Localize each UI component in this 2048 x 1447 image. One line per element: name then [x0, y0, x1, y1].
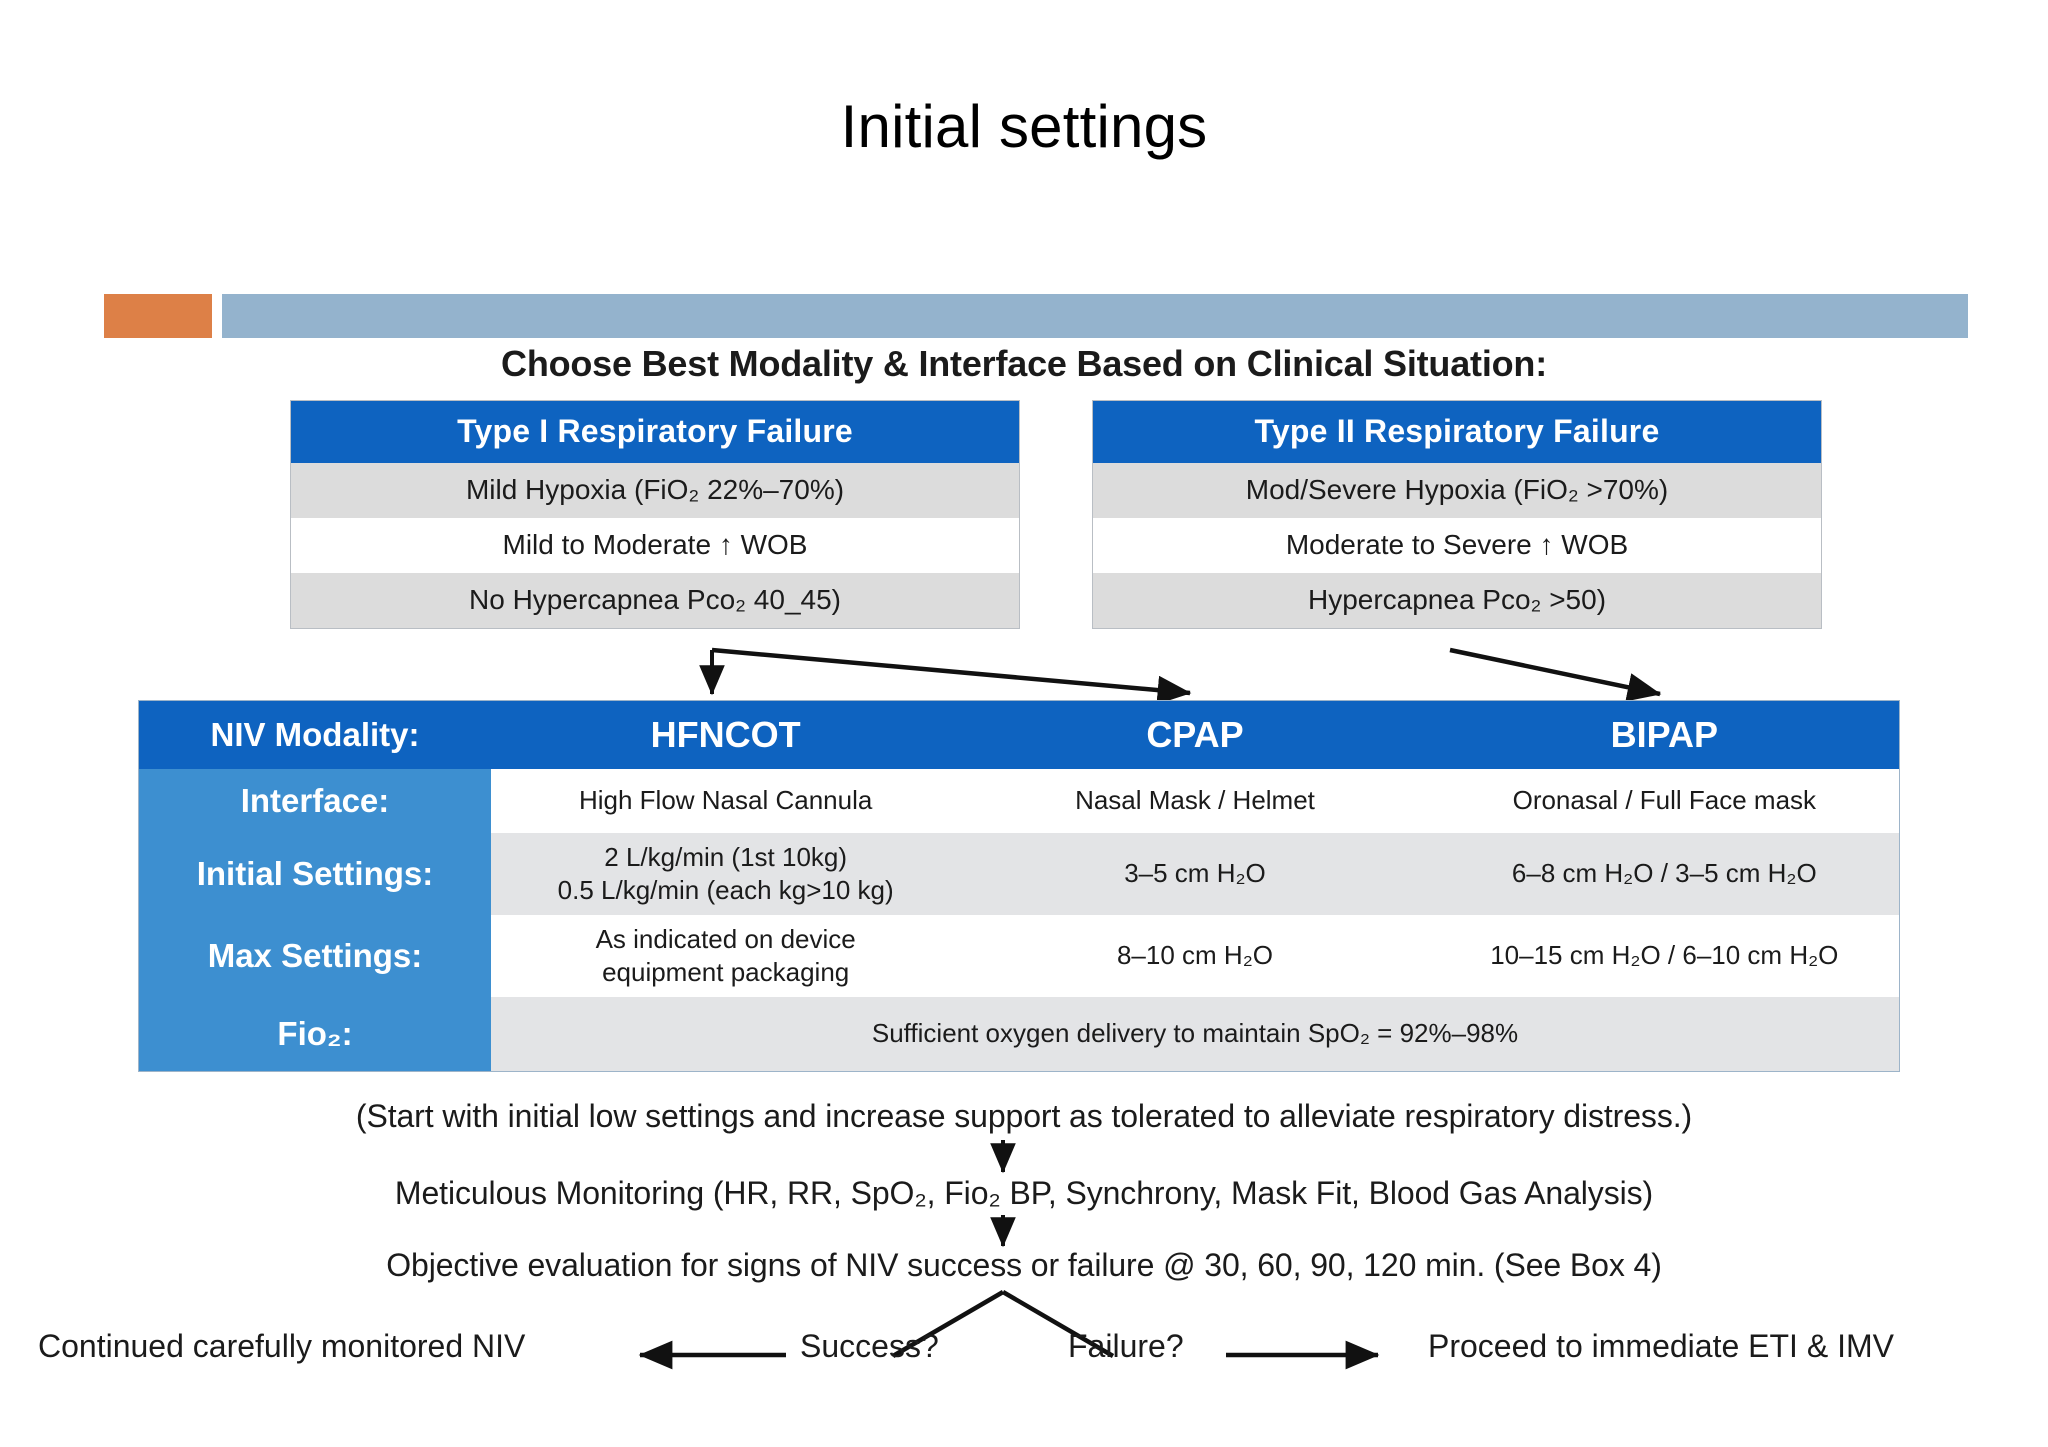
- outcome-success-label: Success?: [800, 1328, 939, 1364]
- type-ii-header: Type II Respiratory Failure: [1093, 401, 1821, 463]
- table-row-niv-modality: NIV Modality: HFNCOT CPAP BIPAP: [139, 701, 1899, 769]
- max-settings-bipap: 10–15 cm H₂O / 6–10 cm H₂O: [1490, 940, 1839, 971]
- type-i-row-hypoxia: Mild Hypoxia (FiO₂ 22%–70%): [291, 463, 1019, 518]
- type-ii-respiratory-failure-box: Type II Respiratory Failure Mod/Severe H…: [1092, 400, 1822, 629]
- interface-hfncot: High Flow Nasal Cannula: [578, 785, 873, 816]
- table-row-initial-settings: Initial Settings: 2 L/kg/min (1st 10kg)0…: [139, 833, 1899, 915]
- modality-cpap: CPAP: [1146, 713, 1244, 755]
- type-i-row-hypercapnea: No Hypercapnea Pco₂ 40_45): [291, 573, 1019, 628]
- row-label-initial-settings: Initial Settings:: [139, 833, 491, 915]
- table-row-interface: Interface: High Flow Nasal Cannula Nasal…: [139, 769, 1899, 833]
- type-ii-row-hypoxia: Mod/Severe Hypoxia (FiO₂ >70%): [1093, 463, 1821, 518]
- initial-settings-hfncot: 2 L/kg/min (1st 10kg)0.5 L/kg/min (each …: [557, 841, 894, 905]
- page-title: Initial settings: [840, 93, 1208, 160]
- fio2-value: Sufficient oxygen delivery to maintain S…: [871, 1018, 1519, 1049]
- max-settings-cpap: 8–10 cm H₂O: [1116, 940, 1274, 971]
- figure-subheading: Choose Best Modality & Interface Based o…: [501, 343, 1547, 384]
- type-i-row-wob: Mild to Moderate ↑ WOB: [291, 518, 1019, 573]
- row-label-niv-modality: NIV Modality:: [139, 701, 491, 769]
- modality-bipap: BIPAP: [1610, 713, 1718, 755]
- flow-outcome-row: Continued carefully monitored NIV Succes…: [0, 1328, 2048, 1388]
- outcome-continued-niv: Continued carefully monitored NIV: [38, 1328, 526, 1364]
- flow-text-objective-evaluation: Objective evaluation for signs of NIV su…: [386, 1247, 1662, 1283]
- initial-settings-cpap: 3–5 cm H₂O: [1124, 858, 1266, 889]
- type-ii-row-hypercapnea: Hypercapnea Pco₂ >50): [1093, 573, 1821, 628]
- accent-bar-orange-block: [104, 294, 212, 338]
- modality-hfncot: HFNCOT: [650, 713, 801, 755]
- accent-bar-blue-block: [222, 294, 1968, 338]
- niv-modality-table: NIV Modality: HFNCOT CPAP BIPAP Interfac…: [138, 700, 1900, 1072]
- type-i-header: Type I Respiratory Failure: [291, 401, 1019, 463]
- initial-settings-bipap: 6–8 cm H₂O / 3–5 cm H₂O: [1511, 858, 1817, 889]
- row-label-fio2: Fio₂:: [139, 997, 491, 1071]
- flow-text-monitoring: Meticulous Monitoring (HR, RR, SpO₂, Fio…: [394, 1175, 1654, 1211]
- interface-cpap: Nasal Mask / Helmet: [1075, 785, 1315, 816]
- row-label-interface: Interface:: [139, 769, 491, 833]
- arrow-typeii-to-bipap: [1449, 647, 1662, 702]
- type-ii-row-wob: Moderate to Severe ↑ WOB: [1093, 518, 1821, 573]
- type-i-respiratory-failure-box: Type I Respiratory Failure Mild Hypoxia …: [290, 400, 1020, 629]
- outcome-proceed-eti: Proceed to immediate ETI & IMV: [1428, 1328, 1894, 1364]
- interface-bipap: Oronasal / Full Face mask: [1512, 785, 1817, 816]
- table-row-fio2: Fio₂: Sufficient oxygen delivery to main…: [139, 997, 1899, 1071]
- flow-text-start-settings: (Start with initial low settings and inc…: [355, 1098, 1693, 1134]
- arrow-typei-to-cpap: [711, 647, 1192, 705]
- outcome-failure-label: Failure?: [1068, 1328, 1184, 1364]
- accent-bar: [104, 294, 1968, 338]
- row-label-max-settings: Max Settings:: [139, 915, 491, 997]
